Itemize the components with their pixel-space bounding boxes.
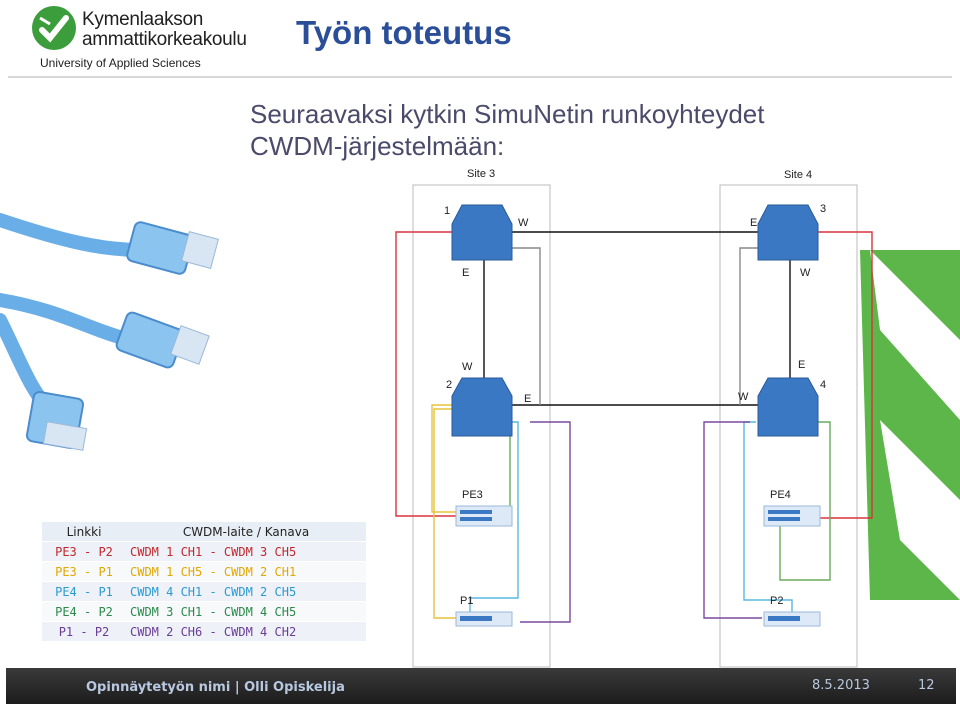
link-cell: PE3 - P1 bbox=[42, 561, 126, 582]
cwdm1-w: W bbox=[518, 217, 529, 229]
device-channel-cell: CWDM 2 CH6 - CWDM 4 CH2 bbox=[126, 621, 366, 642]
device-channel-cell: CWDM 3 CH1 - CWDM 4 CH5 bbox=[126, 601, 366, 622]
p1-label: P1 bbox=[460, 595, 473, 607]
device-channel-cell: CWDM 1 CH1 - CWDM 3 CH5 bbox=[126, 541, 366, 562]
footer-page-number: 12 bbox=[918, 678, 935, 693]
ethernet-cables-image bbox=[0, 213, 219, 451]
cwdm1-device bbox=[451, 204, 513, 261]
pe3-label: PE3 bbox=[462, 489, 483, 501]
footer-date: 8.5.2013 bbox=[812, 678, 870, 693]
p2-label: P2 bbox=[770, 595, 783, 607]
intro-line-1: Seuraavaksi kytkin SimuNetin runkoyhteyd… bbox=[250, 99, 765, 129]
cwdm3-w: W bbox=[800, 267, 811, 279]
footer-thesis-author: Opinnäytetyön nimi | Olli Opiskelija bbox=[86, 680, 345, 695]
university-logo: Kymenlaakson ammattikorkeakoulu Universi… bbox=[30, 4, 247, 74]
title-divider bbox=[8, 76, 952, 78]
cwdm3-device bbox=[757, 204, 819, 261]
link-cell: PE3 - P2 bbox=[42, 541, 126, 562]
cwdm2-e: E bbox=[524, 393, 531, 405]
pe4-label: PE4 bbox=[770, 489, 791, 501]
logo-subtitle: University of Applied Sciences bbox=[40, 56, 201, 70]
link-cell: P1 - P2 bbox=[42, 621, 126, 642]
device-channel-cell: CWDM 1 CH5 - CWDM 2 CH1 bbox=[126, 561, 366, 582]
pe4-switch bbox=[763, 505, 821, 527]
cwdm1-number: 1 bbox=[444, 205, 450, 217]
link-cell: PE4 - P2 bbox=[42, 601, 126, 622]
intro-line-2: CWDM-järjestelmään: bbox=[250, 131, 505, 161]
link-cell: PE4 - P1 bbox=[42, 581, 126, 602]
cwdm4-number: 4 bbox=[820, 379, 826, 391]
column-header-link: Linkki bbox=[42, 522, 126, 542]
cwdm3-number: 3 bbox=[820, 203, 826, 215]
pe3-switch bbox=[455, 505, 513, 527]
intro-text: Seuraavaksi kytkin SimuNetin runkoyhteyd… bbox=[250, 98, 764, 162]
cwdm1-e: E bbox=[462, 267, 469, 279]
cwdm2-number: 2 bbox=[446, 379, 452, 391]
logo-name-line1: Kymenlaakson bbox=[82, 9, 204, 30]
logo-name-line2: ammattikorkeakoulu bbox=[82, 29, 247, 50]
table-header-row: Linkki CWDM-laite / Kanava bbox=[42, 522, 366, 542]
logo-name: Kymenlaakson ammattikorkeakoulu bbox=[82, 10, 247, 50]
column-header-device: CWDM-laite / Kanava bbox=[126, 522, 366, 542]
cwdm3-e: E bbox=[750, 217, 757, 229]
footer-bar: Opinnäytetyön nimi | Olli Opiskelija 8.5… bbox=[6, 668, 956, 704]
cwdm4-e: E bbox=[798, 359, 805, 371]
cwdm4-w: W bbox=[738, 391, 749, 403]
logo-emblem-icon bbox=[32, 6, 76, 50]
cwdm2-device bbox=[451, 377, 513, 437]
cwdm2-w: W bbox=[462, 361, 473, 373]
device-channel-cell: CWDM 4 CH1 - CWDM 2 CH5 bbox=[126, 581, 366, 602]
network-diagram: Site 3 Site 4 1 W E 2 bbox=[395, 168, 873, 668]
slide-title: Työn toteutus bbox=[296, 14, 512, 51]
cwdm4-device bbox=[757, 377, 819, 437]
site3-label: Site 3 bbox=[467, 168, 495, 180]
site4-label: Site 4 bbox=[784, 169, 812, 181]
